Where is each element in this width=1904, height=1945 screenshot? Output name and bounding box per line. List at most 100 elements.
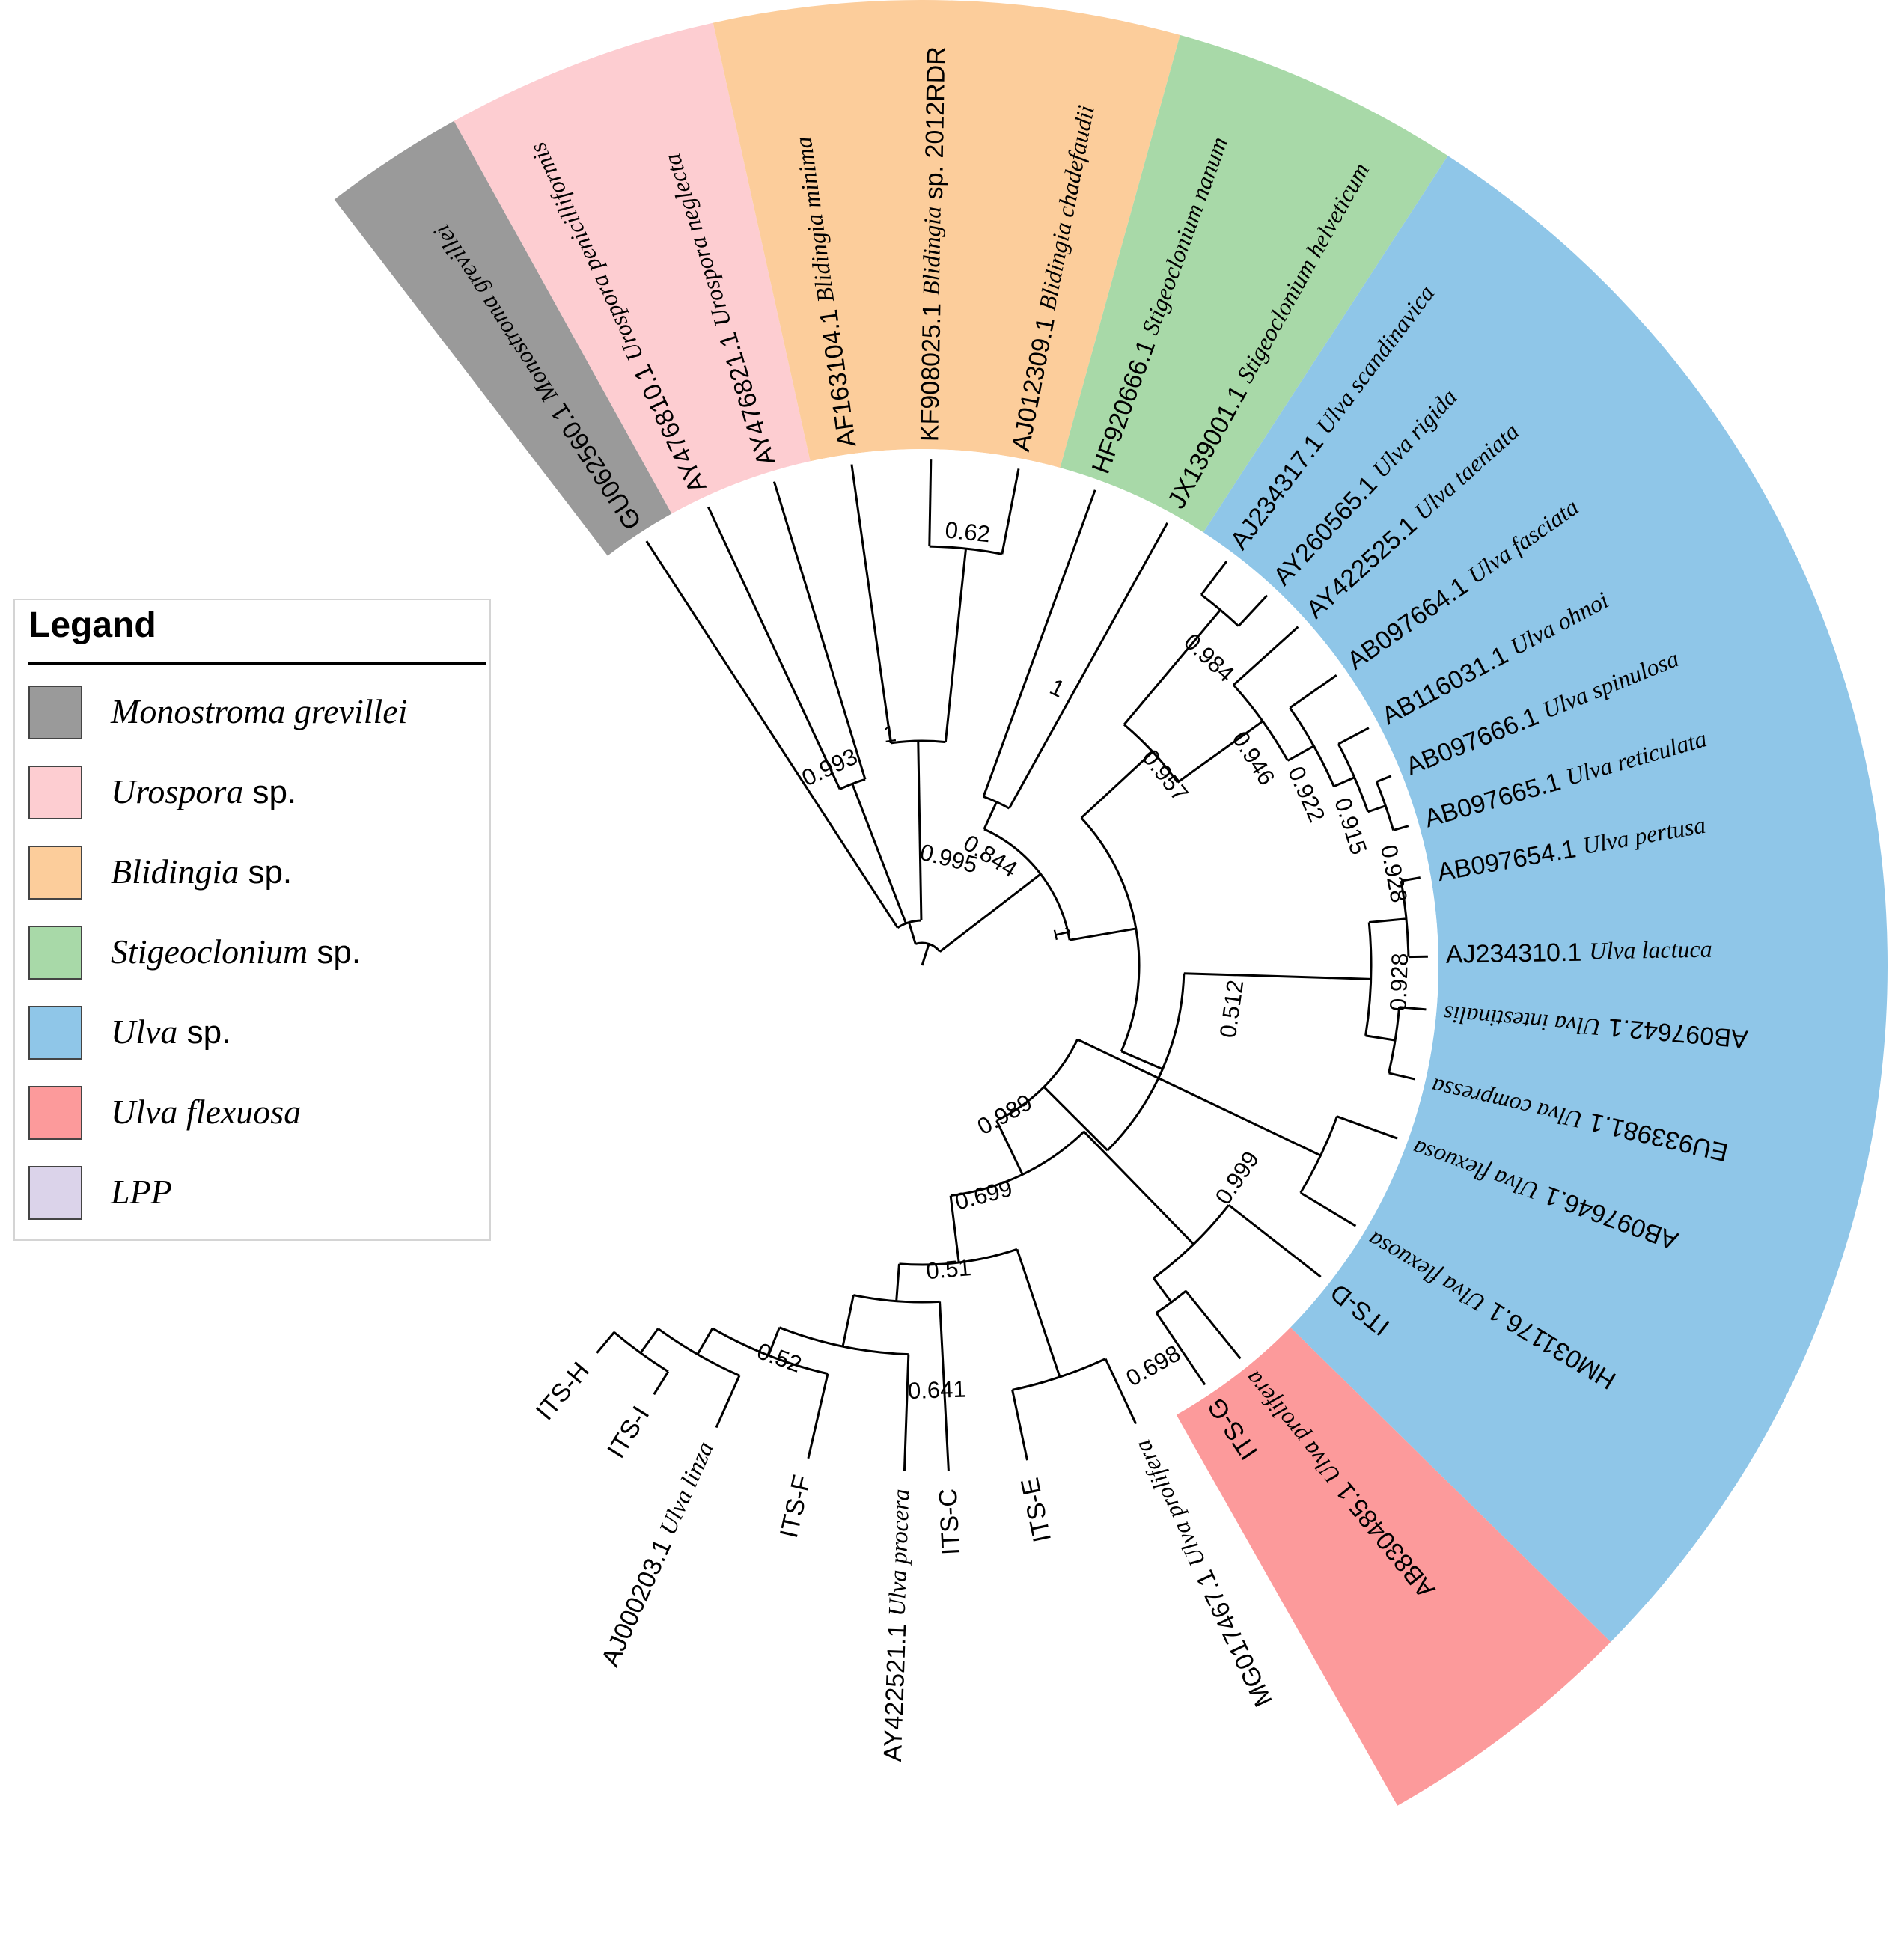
support-value: 1 (882, 720, 898, 748)
branch (903, 1354, 910, 1471)
legend-item: Ulva flexuosa (28, 1086, 477, 1140)
branch (921, 943, 930, 966)
branch (944, 548, 968, 742)
branch (1393, 825, 1409, 831)
legend-item: Stigeoclonium sp. (28, 926, 477, 980)
branch (1080, 751, 1154, 819)
branch (1227, 1203, 1322, 1278)
taxon-accession: AY422521.1 (879, 1623, 912, 1762)
node-arc (897, 919, 922, 929)
branch (1076, 1038, 1322, 1157)
taxon-species-suffix: sp. 2012RDR (920, 46, 951, 207)
taxon-accession: ITS-F (775, 1472, 817, 1540)
branch (1183, 972, 1371, 980)
taxon-label: ITS-I (602, 1401, 655, 1463)
branch (1083, 1131, 1194, 1245)
branch (1008, 522, 1169, 809)
branch (653, 1370, 670, 1396)
node-arc (657, 1328, 740, 1377)
branch (1233, 626, 1299, 686)
clade-color-sectors (334, 0, 1888, 1806)
legend-label: Stigeoclonium sp. (111, 932, 361, 971)
clade-sector (713, 0, 1180, 468)
node-arc (929, 545, 1003, 555)
node-arc (1400, 880, 1410, 957)
branch (982, 489, 1096, 797)
branch (1123, 609, 1221, 726)
branch (1120, 1050, 1163, 1071)
branch (596, 1331, 615, 1354)
branch (850, 464, 892, 744)
legend-label-suffix: sp. (308, 934, 361, 971)
legend-label-suffix: sp. (239, 854, 293, 891)
node-arc (1153, 1204, 1230, 1280)
branch (1299, 1191, 1357, 1227)
branch (1104, 1358, 1138, 1425)
legend-label: Monostroma grevillei (111, 691, 407, 731)
legend-item: Monostroma grevillei (28, 686, 477, 739)
branch (917, 741, 923, 921)
legend-label-name: Urospora (111, 772, 244, 810)
taxon-label: ITS-H (531, 1357, 595, 1426)
taxon-species: Blidingia (918, 206, 946, 296)
branch (1388, 1072, 1416, 1081)
legend-swatch (28, 846, 82, 900)
node-arc (915, 941, 941, 953)
branch (1237, 594, 1269, 627)
node-arc (1289, 706, 1335, 787)
branch (1333, 776, 1355, 788)
legend-swatch (28, 686, 82, 739)
legend-label-name: Blidingia (111, 852, 239, 891)
legend-item: Blidingia sp. (28, 846, 477, 900)
legend-divider (28, 662, 486, 665)
branch (1155, 1312, 1206, 1386)
legend-item: Ulva sp. (28, 1006, 477, 1060)
support-value: 0.51 (925, 1254, 972, 1284)
legend-swatch (28, 1006, 82, 1060)
taxon-species: Ulva prolifera (1129, 1435, 1211, 1571)
legend-swatch (28, 1166, 82, 1220)
branch (939, 1301, 950, 1471)
branch (1337, 727, 1370, 745)
node-arc (853, 1294, 940, 1304)
branch (1376, 775, 1392, 784)
branch (1336, 1115, 1398, 1140)
clade-sector (454, 22, 811, 514)
taxon-label: KF908025.1 Blidingia sp. 2012RDR (915, 46, 951, 442)
taxon-accession: AJ000203.1 (596, 1535, 677, 1670)
support-value: 0.928 (1385, 953, 1413, 1012)
branch (1399, 1006, 1427, 1011)
legend-label: LPP (111, 1172, 172, 1212)
taxon-species: Ulva lactuca (1589, 935, 1712, 965)
branch (639, 1328, 659, 1354)
branch (851, 783, 907, 924)
branch (908, 922, 917, 944)
taxon-accession: KF908025.1 (915, 303, 946, 442)
branch (767, 1327, 781, 1356)
legend-item: Urospora sp. (28, 766, 477, 819)
branch (1153, 1277, 1173, 1304)
branch (949, 1195, 960, 1263)
legend-label-name: Ulva (111, 1013, 178, 1051)
branch (1400, 876, 1421, 882)
legend-label: Ulva flexuosa (111, 1092, 301, 1132)
taxon-label: ITS-C (934, 1488, 966, 1556)
legend-swatch (28, 1086, 82, 1140)
node-arc (1012, 1358, 1106, 1391)
branch (1043, 1086, 1108, 1152)
tree-branches (596, 459, 1428, 1471)
taxon-accession: ITS-H (531, 1357, 595, 1426)
legend-label-name: Ulva flexuosa (111, 1093, 302, 1131)
legend-label-name: Stigeoclonium (111, 932, 308, 971)
branch (895, 1263, 900, 1301)
legend-swatch (28, 766, 82, 819)
support-value: 0.62 (944, 516, 992, 547)
branch (696, 1328, 714, 1355)
legend-title: Legand (28, 605, 156, 645)
branch (928, 459, 933, 547)
node-arc (712, 1327, 829, 1375)
taxon-label: AB097642.1Ulva intestinalis (1442, 998, 1749, 1054)
clade-sector (1060, 34, 1448, 533)
taxon-species: Ulva procera (883, 1488, 915, 1616)
